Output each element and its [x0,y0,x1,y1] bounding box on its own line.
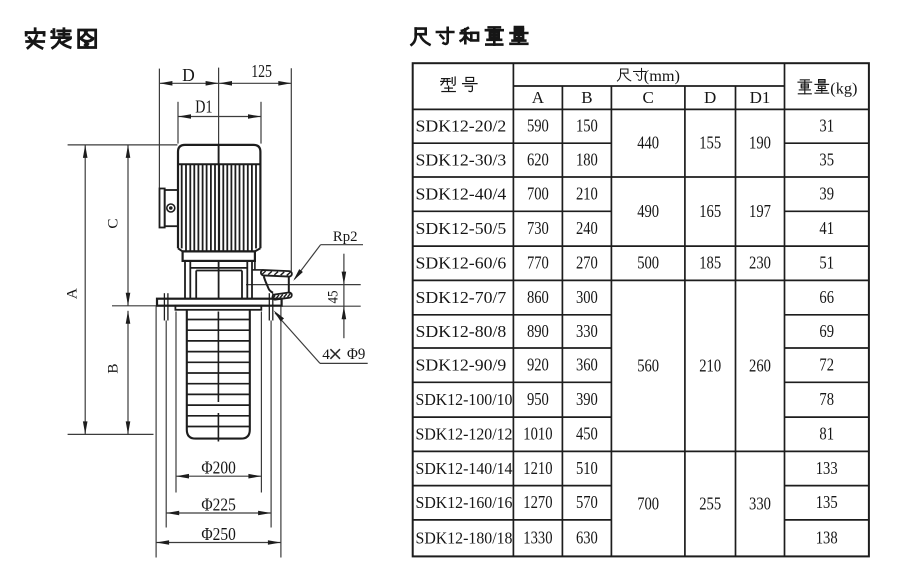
svg-text:620: 620 [527,150,549,170]
svg-text:SDK12-80/8: SDK12-80/8 [416,322,507,341]
svg-text:B: B [104,363,121,373]
svg-text:D: D [182,65,195,85]
svg-text:SDK12-180/18: SDK12-180/18 [416,529,513,548]
svg-text:300: 300 [576,287,598,307]
svg-text:700: 700 [527,184,549,204]
svg-text:560: 560 [637,355,659,375]
svg-text:41: 41 [819,218,834,238]
svg-text:SDK12-90/9: SDK12-90/9 [416,356,507,375]
svg-text:C: C [642,88,653,107]
svg-text:630: 630 [576,528,598,548]
svg-text:D1: D1 [750,88,771,107]
svg-text:138: 138 [816,528,838,548]
svg-text:1330: 1330 [523,528,552,548]
svg-text:185: 185 [699,253,721,273]
svg-text:230: 230 [749,253,771,273]
svg-text:SDK12-100/10: SDK12-100/10 [416,390,513,409]
svg-text:590: 590 [527,116,549,136]
svg-text:390: 390 [576,389,598,409]
svg-text:440: 440 [637,133,659,153]
svg-text:950: 950 [527,389,549,409]
svg-text:330: 330 [576,321,598,341]
svg-text:180: 180 [576,150,598,170]
svg-text:125: 125 [251,61,272,81]
svg-text:255: 255 [699,493,721,513]
svg-text:39: 39 [819,184,834,204]
svg-text:700: 700 [637,493,659,513]
svg-text:D1: D1 [195,97,212,117]
svg-text:Rp2: Rp2 [333,228,358,245]
svg-text:570: 570 [576,492,598,512]
svg-text:210: 210 [576,184,598,204]
svg-text:SDK12-140/14: SDK12-140/14 [416,459,513,478]
svg-text:920: 920 [527,355,549,375]
svg-text:78: 78 [819,389,834,409]
svg-text:D: D [704,88,716,107]
svg-text:66: 66 [819,287,834,307]
svg-text:260: 260 [749,355,771,375]
svg-text:SDK12-70/7: SDK12-70/7 [416,288,507,307]
svg-text:490: 490 [637,201,659,221]
svg-text:72: 72 [819,355,834,375]
svg-text:31: 31 [819,116,834,136]
svg-text:190: 190 [749,133,771,153]
svg-text:A: A [64,288,81,299]
svg-text:890: 890 [527,321,549,341]
svg-text:135: 135 [816,492,838,512]
svg-text:(kg): (kg) [830,78,857,97]
svg-text:(mm): (mm) [644,66,680,85]
svg-text:Φ200: Φ200 [201,457,236,477]
svg-text:360: 360 [576,355,598,375]
svg-text:197: 197 [749,201,771,221]
svg-text:B: B [581,88,592,107]
svg-text:155: 155 [699,133,721,153]
svg-text:730: 730 [527,218,549,238]
svg-text:240: 240 [576,218,598,238]
svg-text:A: A [532,88,545,107]
svg-text:165: 165 [699,201,721,221]
svg-text:35: 35 [819,150,834,170]
svg-text:C: C [104,218,121,228]
svg-text:150: 150 [576,116,598,136]
svg-text:45: 45 [326,291,342,304]
svg-text:1210: 1210 [523,458,552,478]
svg-text:81: 81 [819,424,834,444]
svg-text:Φ250: Φ250 [201,524,236,544]
svg-text:133: 133 [816,458,838,478]
svg-text:270: 270 [576,253,598,273]
svg-text:770: 770 [527,253,549,273]
svg-text:SDK12-60/6: SDK12-60/6 [416,254,507,273]
svg-text:SDK12-30/3: SDK12-30/3 [416,151,507,170]
svg-text:SDK12-120/12: SDK12-120/12 [416,425,513,444]
svg-text:860: 860 [527,287,549,307]
svg-text:Φ9: Φ9 [347,346,366,363]
svg-text:510: 510 [576,458,598,478]
svg-text:4: 4 [322,346,330,363]
svg-text:51: 51 [819,253,834,273]
svg-text:SDK12-160/16: SDK12-160/16 [416,493,513,512]
svg-text:SDK12-20/2: SDK12-20/2 [416,117,507,136]
svg-text:69: 69 [819,321,834,341]
svg-text:500: 500 [637,253,659,273]
svg-text:1270: 1270 [523,492,552,512]
svg-text:Φ225: Φ225 [201,495,236,515]
svg-text:210: 210 [699,355,721,375]
svg-text:SDK12-50/5: SDK12-50/5 [416,219,507,238]
svg-text:330: 330 [749,493,771,513]
svg-text:1010: 1010 [523,424,552,444]
svg-text:SDK12-40/4: SDK12-40/4 [416,185,507,204]
svg-text:450: 450 [576,424,598,444]
